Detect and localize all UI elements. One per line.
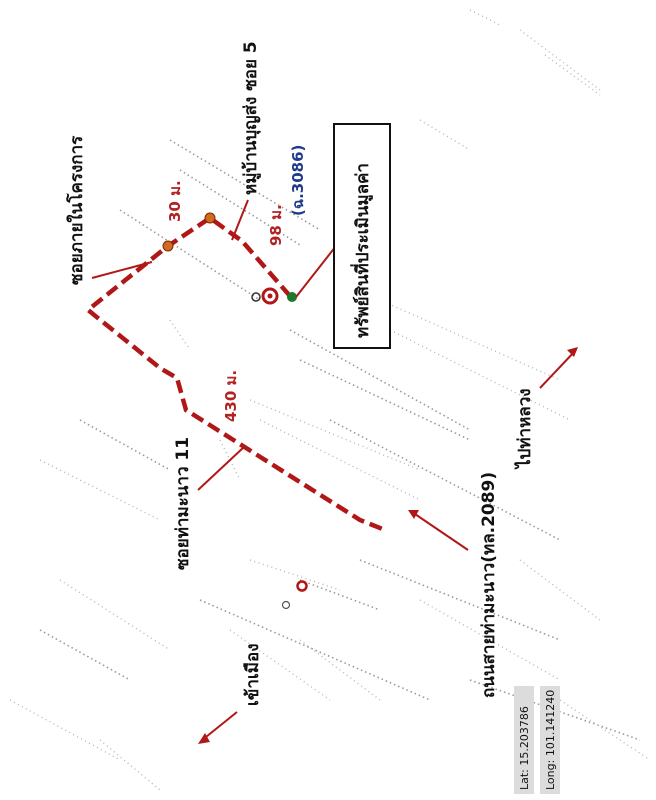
coord-lat-box — [514, 686, 534, 794]
label-to-taluang: ไปท่าหลวง — [514, 388, 535, 470]
label-distance-430: 430 ม. — [222, 370, 240, 422]
reference-marker — [281, 580, 308, 610]
label-deed-number: (ฉ.3086) — [289, 145, 307, 216]
label-distance-98: 98 ม. — [267, 204, 285, 246]
background-roads — [9, 9, 651, 791]
pointer-property — [295, 245, 337, 298]
label-distance-30: 30 ม. — [166, 180, 184, 222]
waypoint-marker — [162, 240, 174, 252]
pointer-soi11 — [197, 446, 245, 491]
coord-long-box — [540, 686, 560, 794]
label-to-town: เข้าเมือง — [242, 643, 263, 706]
route-line — [84, 215, 386, 533]
label-soi-11: ซอยท่ามะนาว 11 — [173, 437, 193, 570]
property-marker — [251, 287, 297, 305]
waypoint-marker — [204, 212, 216, 224]
pointer-village — [231, 199, 249, 241]
label-property: ทรัพย์สินที่ประเมินมูลค่า — [350, 163, 374, 338]
coord-long: Long: 101.141240 — [544, 690, 557, 790]
arrow-to-taluang — [539, 347, 578, 389]
coord-lat: Lat: 15.203786 — [518, 706, 531, 790]
label-project-soi: ซอยภายในโครงการ — [66, 135, 87, 285]
arrow-main-road — [408, 510, 469, 551]
label-village: หมู่บ้านบุญส่ง ซอย 5 — [241, 41, 262, 195]
label-main-road: ถนนสายท่ามะนาว(ทล.2089) — [479, 472, 499, 698]
property-label-box — [333, 123, 391, 349]
arrow-to-town — [198, 711, 238, 744]
pointer-project-soi — [91, 261, 153, 279]
